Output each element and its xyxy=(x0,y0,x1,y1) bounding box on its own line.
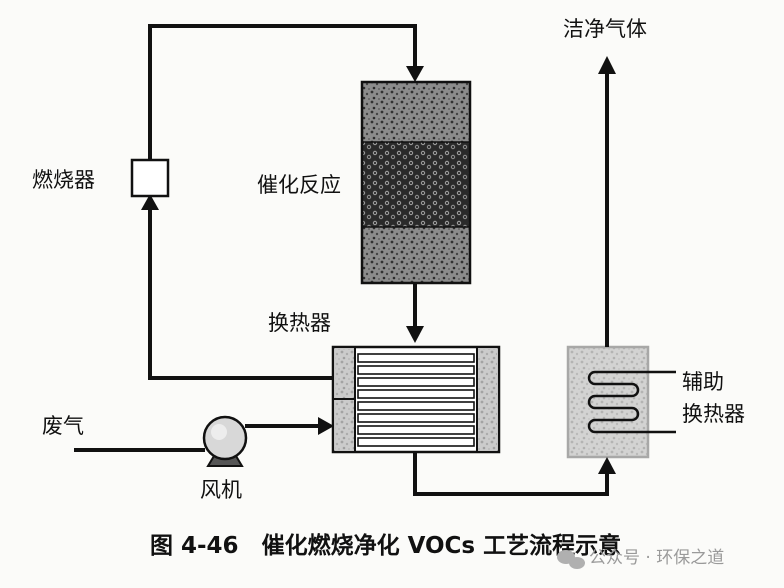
aux-exchanger-label-line2: 换热器 xyxy=(682,402,745,426)
heat-exchanger xyxy=(331,345,501,454)
waste-gas-label: 废气 xyxy=(42,414,84,438)
watermark: 公众号 · 环保之道 xyxy=(557,548,724,569)
burner-box xyxy=(130,158,170,198)
exchanger-label: 换热器 xyxy=(268,311,331,335)
auxiliary-heat-exchanger xyxy=(566,345,676,459)
fan-label: 风机 xyxy=(200,478,242,502)
pipe-exchanger-to-burner xyxy=(141,194,333,380)
pipe-burner-to-reactor xyxy=(148,24,424,160)
pipe-exchanger-to-aux-exchanger xyxy=(413,452,616,496)
watermark-text: 公众号 · 环保之道 xyxy=(589,548,724,568)
figure-caption: 图 4-46 催化燃烧净化 VOCs 工艺流程示意 xyxy=(150,532,621,559)
burner-label: 燃烧器 xyxy=(32,168,95,192)
fan xyxy=(202,415,248,467)
catalytic-reactor xyxy=(360,80,472,285)
pipe-waste-gas-inlet xyxy=(74,417,334,452)
pipe-reactor-to-exchanger xyxy=(406,283,424,343)
reactor-label: 催化反应 xyxy=(257,173,341,197)
aux-exchanger-label-line1: 辅助 xyxy=(682,370,724,394)
wechat-icon xyxy=(557,550,585,569)
pipe-clean-gas-outlet xyxy=(598,56,616,347)
clean-gas-label: 洁净气体 xyxy=(563,17,647,41)
